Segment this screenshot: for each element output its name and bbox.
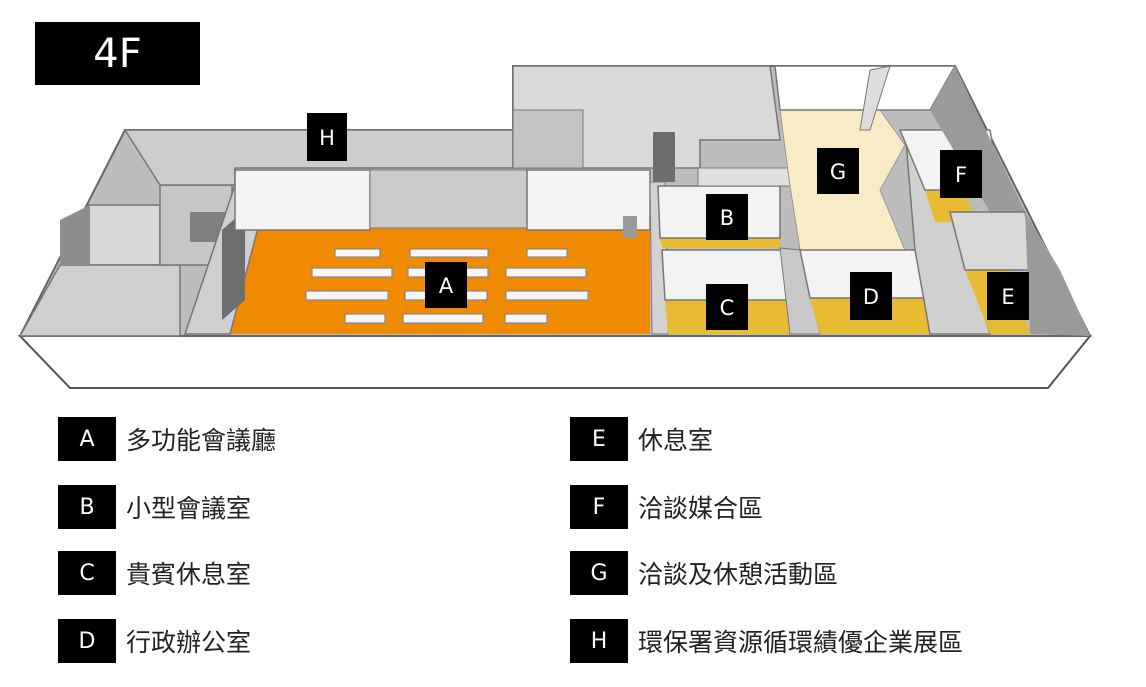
room-f-shade [930,66,1025,212]
legend-item-e: E 休息室 [570,417,713,461]
badge-d: D [850,272,892,320]
badge-h-text: H [319,126,335,150]
badge-b: B [706,194,748,240]
badge-a-text: A [439,274,454,298]
legend-label: 休息室 [638,426,714,455]
hall-a-door [623,216,637,238]
upper-step [512,109,584,169]
legend-label: 貴賓休息室 [126,560,252,589]
legend-badge: G [570,551,628,595]
legend-item-c: C 貴賓休息室 [58,551,251,595]
legend-label: 環保署資源循環績優企業展區 [638,628,964,657]
room-b-floor [660,238,780,248]
legend-badge: E [570,417,628,461]
left-wing-shade [60,205,90,265]
badge-d-text: D [863,285,879,309]
lounge-g-pillar [859,65,891,131]
legend-item-b: B 小型會議室 [58,485,251,529]
badge-f-text: F [955,163,967,187]
legend-item-g: G 洽談及休憩活動區 [570,551,838,595]
legend-label: 洽談媒合區 [638,494,764,523]
badge-e-text: E [1001,285,1014,309]
badge-h: H [307,113,347,161]
legend-item-a: A 多功能會議廳 [58,417,276,461]
dark-pillar [653,132,675,182]
legend-item-d: D 行政辦公室 [58,619,251,663]
badge-a: A [425,262,467,308]
badge-c-text: C [720,296,735,320]
legend-badge: C [58,551,116,595]
legend-label: 小型會議室 [126,494,252,523]
legend-badge: H [570,619,628,663]
badge-g: G [817,148,859,194]
legend-label: 多功能會議廳 [126,426,277,455]
badge-c: C [706,284,748,330]
room-b-top-wall [697,167,791,187]
hall-a-back-wall-mid [369,169,528,229]
badge-e: E [987,272,1029,320]
hall-a-back-wall-left [234,169,371,231]
hall-a-left-wall-dark [222,210,245,320]
badge-f: F [940,150,982,198]
legend-label: 洽談及休憩活動區 [638,560,839,589]
left-wing-block [18,264,181,337]
legend-label: 行政辦公室 [126,628,252,657]
badge-g-text: G [830,160,846,184]
legend-item-f: F 洽談媒合區 [570,485,763,529]
room-e-wall [949,211,1036,271]
legend-badge: B [58,485,116,529]
legend-item-h: H 環保署資源循環績優企業展區 [570,619,963,663]
legend-badge: D [58,619,116,663]
legend-badge: A [58,417,116,461]
floor-plan-4f: H A B C D G F E [17,65,1093,389]
badge-b-text: B [720,206,734,230]
legend-badge: F [570,485,628,529]
room-e-shade [1025,212,1090,336]
floor-slab [17,335,1093,389]
floor-label: 4F [35,22,200,85]
